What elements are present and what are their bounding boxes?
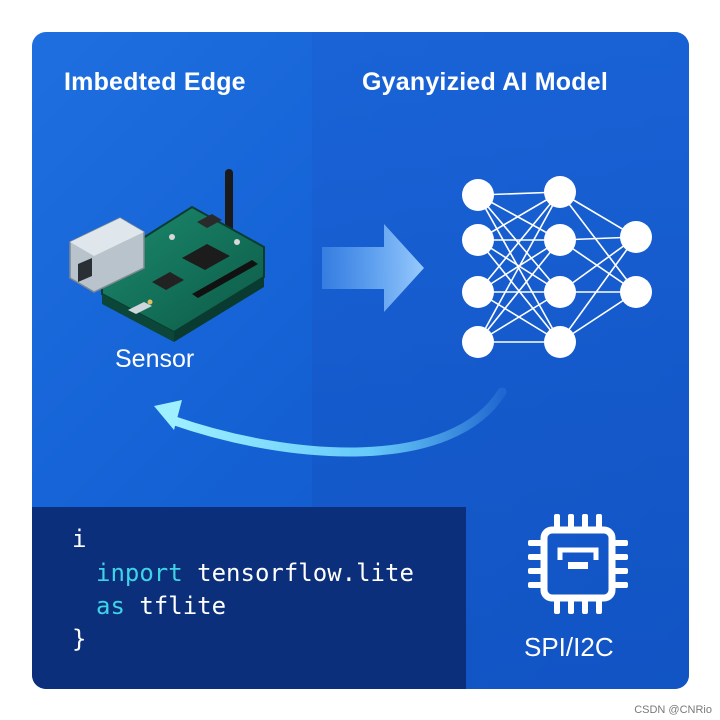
nn-node (462, 326, 494, 358)
code-line-1: i (72, 525, 87, 553)
arrow-right-icon (322, 224, 424, 312)
nn-node (620, 221, 652, 253)
code-line-3-rest: tflite (124, 592, 227, 620)
watermark: CSDN @CNRio (634, 704, 712, 716)
chip-label: SPI/I2C (524, 632, 614, 662)
nn-node (544, 224, 576, 256)
nn-connection (477, 239, 561, 343)
nn-connection (559, 236, 637, 343)
sensor-board-icon (69, 169, 265, 342)
chip-icon (528, 514, 628, 614)
code-snippet: i inport tensorflow.lite as tflite } (32, 507, 466, 689)
code-line-2-rest: tensorflow.lite (182, 559, 414, 587)
code-line-2: inport tensorflow.lite (96, 559, 414, 587)
nn-node (544, 276, 576, 308)
code-line-3: as tflite (96, 592, 226, 620)
nn-node (544, 326, 576, 358)
nn-node (462, 276, 494, 308)
diagram-graphics (69, 169, 652, 614)
neural-network-nodes (462, 176, 652, 358)
heading-embedded-edge: Imbedted Edge (64, 68, 246, 96)
code-line-4: } (72, 625, 87, 653)
nn-connection (477, 194, 561, 293)
neural-network-icon (477, 191, 637, 343)
code-keyword-as: as (96, 592, 125, 620)
sensor-label: Sensor (115, 345, 195, 373)
nn-connection (559, 191, 637, 293)
nn-connection (477, 191, 561, 293)
nn-node (462, 179, 494, 211)
curved-return-arrow-icon (154, 387, 507, 457)
diagram-panel: Imbedted Edge Gyanyizied AI Model (32, 32, 689, 689)
code-keyword-import: inport (96, 559, 183, 587)
nn-node (462, 224, 494, 256)
nn-node (620, 276, 652, 308)
heading-ai-model: Gyanyizied AI Model (362, 68, 608, 96)
nn-node (544, 176, 576, 208)
nn-connection (477, 291, 561, 343)
nn-connection (477, 191, 561, 343)
